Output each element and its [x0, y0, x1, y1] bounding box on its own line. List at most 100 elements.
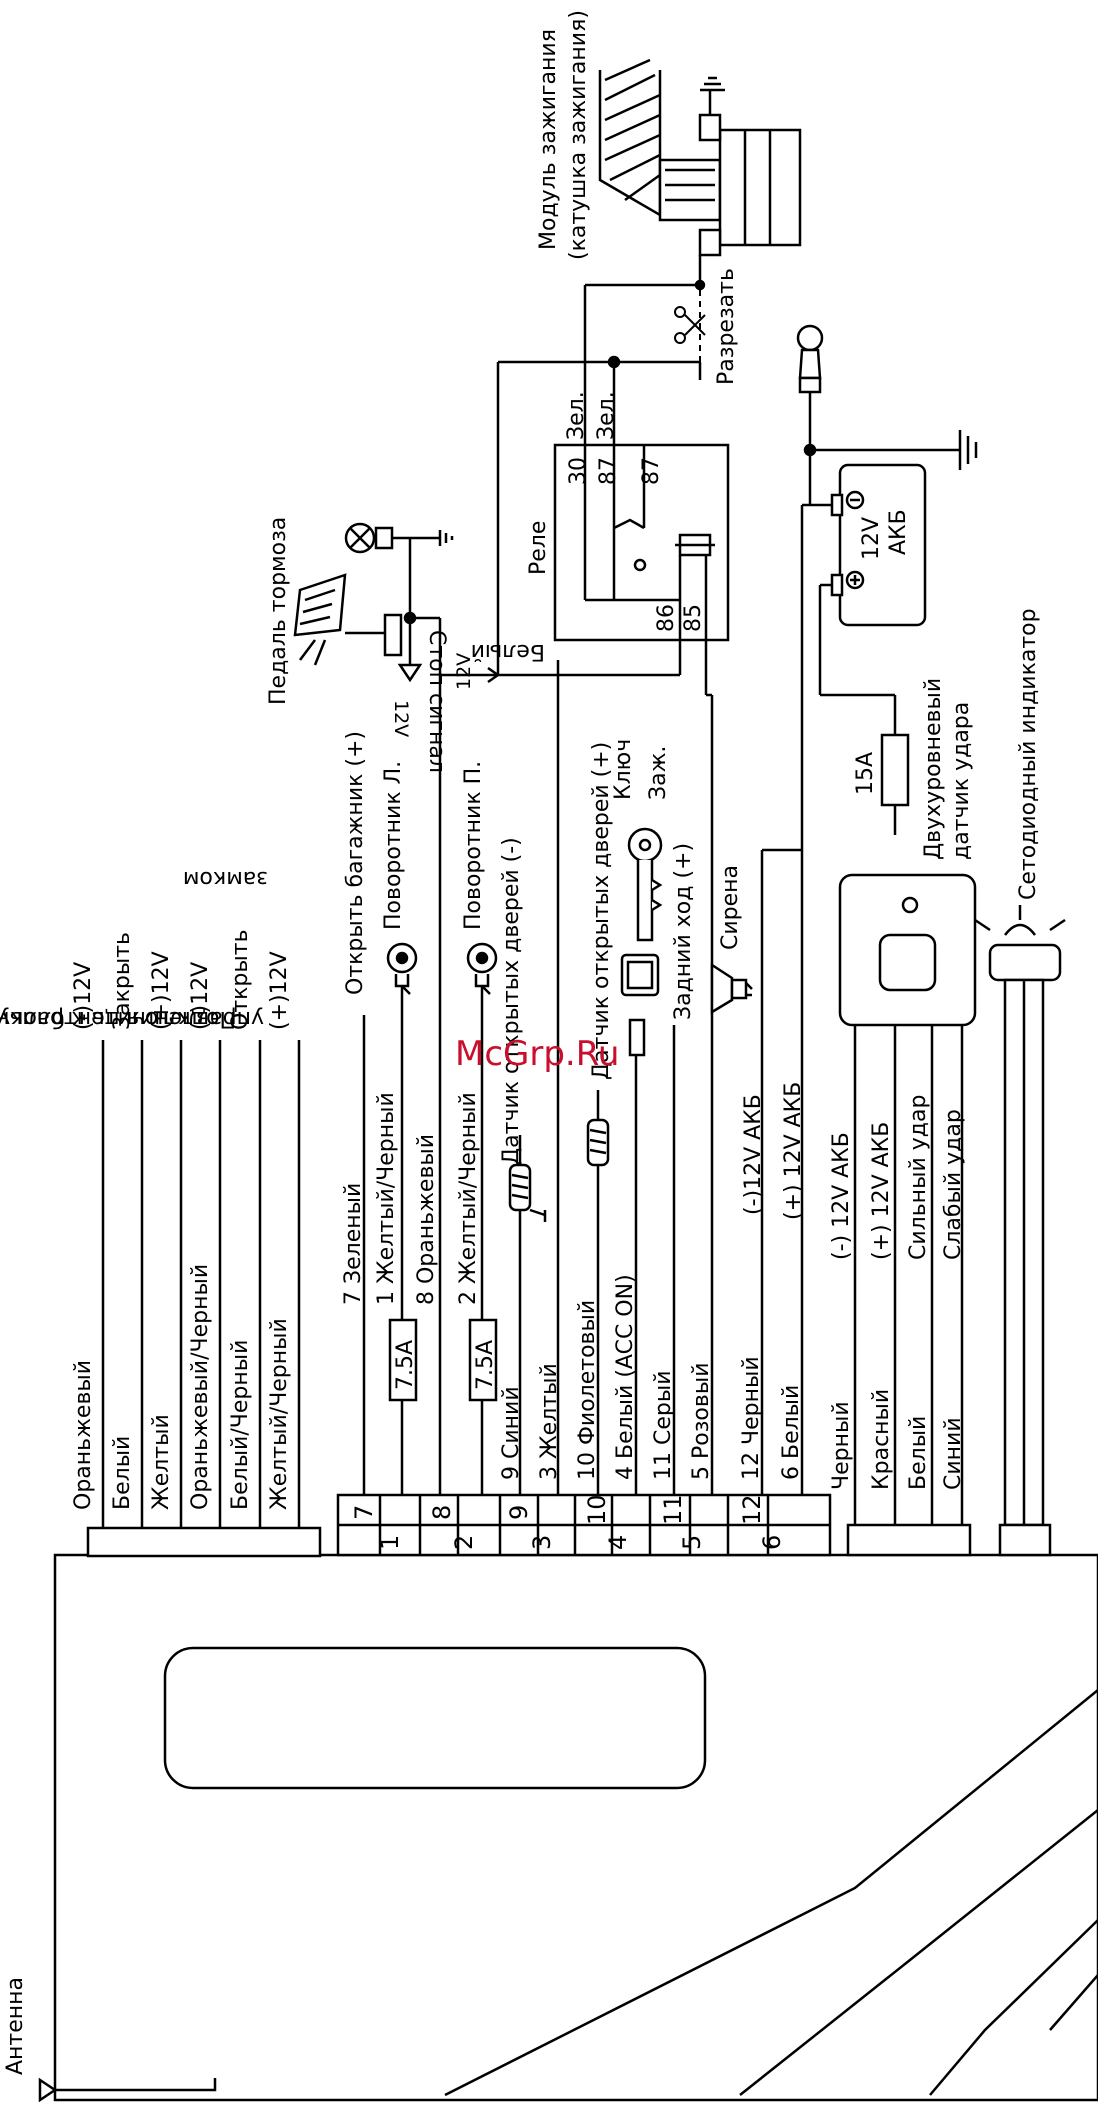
svg-text:(-) 12V АКБ: (-) 12V АКБ — [829, 1132, 854, 1260]
svg-text:1: 1 — [376, 1535, 404, 1550]
svg-text:Поворотник П.: Поворотник П. — [461, 761, 486, 930]
brake-pedal-label: Педаль тормоза — [266, 517, 291, 705]
svg-text:87: 87 — [639, 457, 664, 485]
shock-sensor-label-2: датчик удара — [949, 702, 974, 860]
svg-text:Красный: Красный — [869, 1389, 894, 1490]
watermark: McGrp.Ru — [455, 1034, 619, 1074]
svg-text:Белый/Черный: Белый/Черный — [228, 1340, 253, 1510]
central-lock-title: Подключить к блоку управления центральны… — [0, 866, 268, 1031]
stop-signal-label: Стоп сигнал — [424, 630, 449, 773]
svg-text:87: 87 — [596, 457, 621, 485]
svg-text:Черный: Черный — [829, 1401, 854, 1490]
ignition-module-label-2: (катушка зажигания) — [566, 10, 591, 260]
ignition-lock-icon — [620, 953, 660, 1057]
cut-label: Разрезать — [714, 268, 739, 385]
svg-text:7 Зеленый: 7 Зеленый — [341, 1183, 366, 1305]
svg-text:Задний ход (+): Задний ход (+) — [671, 843, 696, 1020]
svg-text:Реле: Реле — [526, 521, 551, 575]
turn-signal-right-icon — [466, 942, 498, 995]
central-lock-signal-labels: (-)12V Закрыть (+)12V (-)12V Открыть (+)… — [71, 929, 292, 1030]
svg-text:Синий: Синий — [941, 1417, 966, 1490]
svg-text:5 Розовый: 5 Розовый — [689, 1362, 714, 1480]
connector-wire-labels: 7 Зеленый 1 Желтый/Черный 8 Ораньжевый 2… — [341, 1092, 804, 1480]
svg-text:7.5A: 7.5A — [473, 1340, 498, 1390]
ignition-key-label-2: Заж. — [646, 746, 671, 800]
ignition-key-label-1: Ключ — [611, 739, 636, 800]
main-connector — [336, 1493, 832, 1557]
turn-signal-left-icon — [386, 942, 418, 995]
svg-text:8 Ораньжевый: 8 Ораньжевый — [414, 1134, 439, 1305]
svg-text:(+) 12V АКБ: (+) 12V АКБ — [869, 1122, 894, 1260]
shock-sensor-label-1: Двухуровневый — [921, 678, 946, 860]
svg-text:8: 8 — [428, 1505, 456, 1520]
siren-icon — [710, 962, 753, 1015]
svg-text:6 Белый: 6 Белый — [779, 1385, 804, 1480]
door-sensor-positive-icon — [586, 1090, 610, 1167]
ignition-module-icon — [598, 58, 802, 380]
svg-text:(-)12V АКБ: (-)12V АКБ — [741, 1094, 766, 1215]
svg-text:Белый: Белый — [110, 1436, 135, 1510]
svg-text:85: 85 — [681, 604, 706, 632]
central-lock-wire-labels: Ораньжевый Белый Желтый Ораньжевый/Черны… — [71, 1264, 292, 1510]
brake-lamp-icon — [344, 522, 454, 560]
relay — [553, 443, 730, 642]
fuse-7-5a-left: 7.5A — [388, 1318, 418, 1402]
connector-wires — [362, 618, 804, 1495]
svg-text:4 Белый (ACC ON): 4 Белый (ACC ON) — [613, 1274, 638, 1480]
battery-label: АКБ — [886, 509, 911, 555]
svg-text:замком: замком — [183, 866, 268, 891]
svg-text:3 Желтый: 3 Желтый — [537, 1363, 562, 1480]
svg-text:10: 10 — [583, 1494, 611, 1525]
svg-text:4: 4 — [604, 1535, 632, 1550]
svg-text:Желтый: Желтый — [149, 1414, 174, 1510]
svg-text:3: 3 — [528, 1535, 556, 1550]
svg-text:(-)12V: (-)12V — [71, 962, 96, 1030]
fuse-7-5a-right: 7.5A — [468, 1318, 498, 1402]
svg-text:7.5A: 7.5A — [393, 1340, 418, 1390]
svg-text:2 Желтый/Черный: 2 Желтый/Черный — [456, 1092, 481, 1305]
svg-text:Датчик открытых дверей (+): Датчик открытых дверей (+) — [589, 742, 614, 1080]
svg-text:Белый: Белый — [471, 639, 545, 664]
ignition-module-label-1: Модуль зажигания — [536, 29, 561, 250]
svg-text:2: 2 — [450, 1535, 478, 1550]
svg-text:7: 7 — [350, 1505, 378, 1520]
svg-text:(+)12V: (+)12V — [267, 951, 292, 1030]
svg-text:9: 9 — [505, 1505, 533, 1520]
brake-12v-label: 12V — [390, 700, 412, 737]
svg-text:(+)12V: (+)12V — [149, 951, 174, 1030]
brake-switch — [345, 560, 440, 683]
svg-text:86: 86 — [654, 604, 679, 632]
svg-text:5: 5 — [678, 1535, 706, 1550]
svg-text:6: 6 — [758, 1535, 786, 1550]
svg-text:11 Серый: 11 Серый — [651, 1370, 676, 1480]
connector-pin-numbers: 7 1 8 2 9 3 10 4 11 5 12 6 — [350, 1494, 786, 1550]
svg-text:(+) 12V АКБ: (+) 12V АКБ — [781, 1082, 806, 1220]
svg-text:Датчик открытых дверей (-): Датчик открытых дверей (-) — [499, 837, 524, 1165]
svg-text:10 Фиолетовый: 10 Фиолетовый — [575, 1300, 600, 1480]
shock-sensor-icon — [838, 873, 977, 1027]
cut-scissors-icon — [674, 290, 706, 362]
svg-text:Открыть: Открыть — [228, 929, 253, 1030]
alarm-unit — [53, 1553, 1098, 2102]
svg-text:1 Желтый/Черный: 1 Желтый/Черный — [374, 1092, 399, 1305]
central-lock-harness — [86, 1040, 322, 1558]
svg-text:Слабый удар: Слабый удар — [941, 1109, 966, 1260]
svg-text:Открыть багажник (+): Открыть багажник (+) — [343, 731, 368, 995]
battery-icon — [830, 463, 927, 627]
svg-text:Ораньжевый/Черный: Ораньжевый/Черный — [188, 1264, 213, 1510]
svg-text:Поворотник Л.: Поворотник Л. — [381, 761, 406, 930]
headlight-bulb-icon — [796, 324, 824, 394]
brake-pedal-icon — [293, 573, 347, 666]
svg-text:Сильный удар: Сильный удар — [906, 1095, 931, 1260]
relay-labels: Реле 30 87 87 86 85 Зел. Зел. Белый — [471, 391, 706, 664]
svg-text:30: 30 — [566, 457, 591, 485]
shock-sensor-harness — [846, 1025, 972, 1557]
door-sensor-negative-icon — [508, 1135, 547, 1222]
relay-wires — [440, 283, 712, 697]
led-indicator-label: Сетодиодный индикатор — [1016, 608, 1041, 900]
antenna-label: Антенна — [3, 1977, 28, 2075]
svg-text:12: 12 — [738, 1494, 766, 1525]
svg-text:управления центральным: управления центральным — [0, 1006, 264, 1031]
ignition-key-icon — [627, 827, 663, 942]
